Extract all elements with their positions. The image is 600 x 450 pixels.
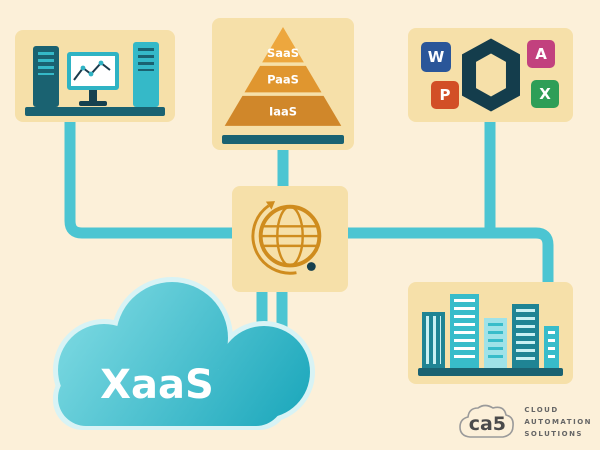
card-on-premise-servers bbox=[15, 30, 175, 122]
sync-dot bbox=[306, 262, 316, 271]
logo-wordmark: CLOUD AUTOMATION SOLUTIONS bbox=[524, 405, 592, 441]
pyramid-label-paas: PaaS bbox=[267, 73, 299, 87]
card-office-apps: W P A X bbox=[408, 28, 573, 122]
powerpoint-tile-icon: P bbox=[431, 81, 459, 109]
logo-line-2: AUTOMATION bbox=[524, 418, 592, 427]
word-tile-icon: W bbox=[421, 42, 451, 72]
sync-arrowhead bbox=[265, 201, 276, 210]
card-enterprise-buildings bbox=[408, 282, 573, 384]
pyramid-layer-saas bbox=[262, 27, 304, 63]
street-bar bbox=[418, 368, 563, 376]
globe-sync-icon bbox=[251, 201, 322, 275]
cloud-body bbox=[58, 282, 310, 426]
brand-logo: ca5 CLOUD AUTOMATION SOLUTIONS bbox=[457, 402, 592, 444]
building bbox=[483, 318, 507, 368]
sync-arrow bbox=[251, 204, 297, 275]
pyramid-layer-iaas bbox=[224, 95, 342, 126]
service-pyramid-icon: SaaS PaaS IaaS bbox=[224, 27, 342, 126]
monitor-chart-icon bbox=[67, 52, 119, 90]
pyramid-label-iaas: IaaS bbox=[269, 104, 297, 118]
building bbox=[422, 312, 446, 368]
city-buildings-icon bbox=[422, 292, 559, 368]
access-tile-icon: A bbox=[527, 40, 555, 68]
connector-globe-to-buildings bbox=[340, 227, 554, 290]
pyramid-base-bar bbox=[222, 135, 344, 144]
cloud-label: XaaS bbox=[100, 362, 214, 408]
pyramid-label-saas: SaaS bbox=[267, 46, 299, 60]
server-tower-dark-icon bbox=[33, 46, 59, 107]
logo-brand-text: ca5 bbox=[468, 413, 507, 435]
card-internet-globe bbox=[232, 186, 348, 292]
logo-line-1: CLOUD bbox=[524, 406, 559, 415]
monitor-stand-base bbox=[79, 101, 107, 106]
pyramid-layer-paas bbox=[244, 65, 322, 93]
excel-tile-icon: X bbox=[531, 80, 559, 108]
connector-servers-to-globe bbox=[64, 112, 240, 239]
xaas-cloud: XaaS bbox=[53, 277, 315, 430]
building bbox=[511, 304, 539, 368]
card-service-pyramid: SaaS PaaS IaaS bbox=[212, 18, 354, 150]
office-logo-icon bbox=[462, 38, 520, 112]
building bbox=[543, 326, 559, 368]
logo-line-3: SOLUTIONS bbox=[524, 429, 583, 438]
server-tower-light-icon bbox=[133, 42, 159, 107]
desk-bar bbox=[25, 107, 165, 116]
logo-cloud-icon: ca5 bbox=[457, 402, 517, 444]
building bbox=[450, 294, 479, 368]
monitor-stand bbox=[89, 90, 97, 101]
